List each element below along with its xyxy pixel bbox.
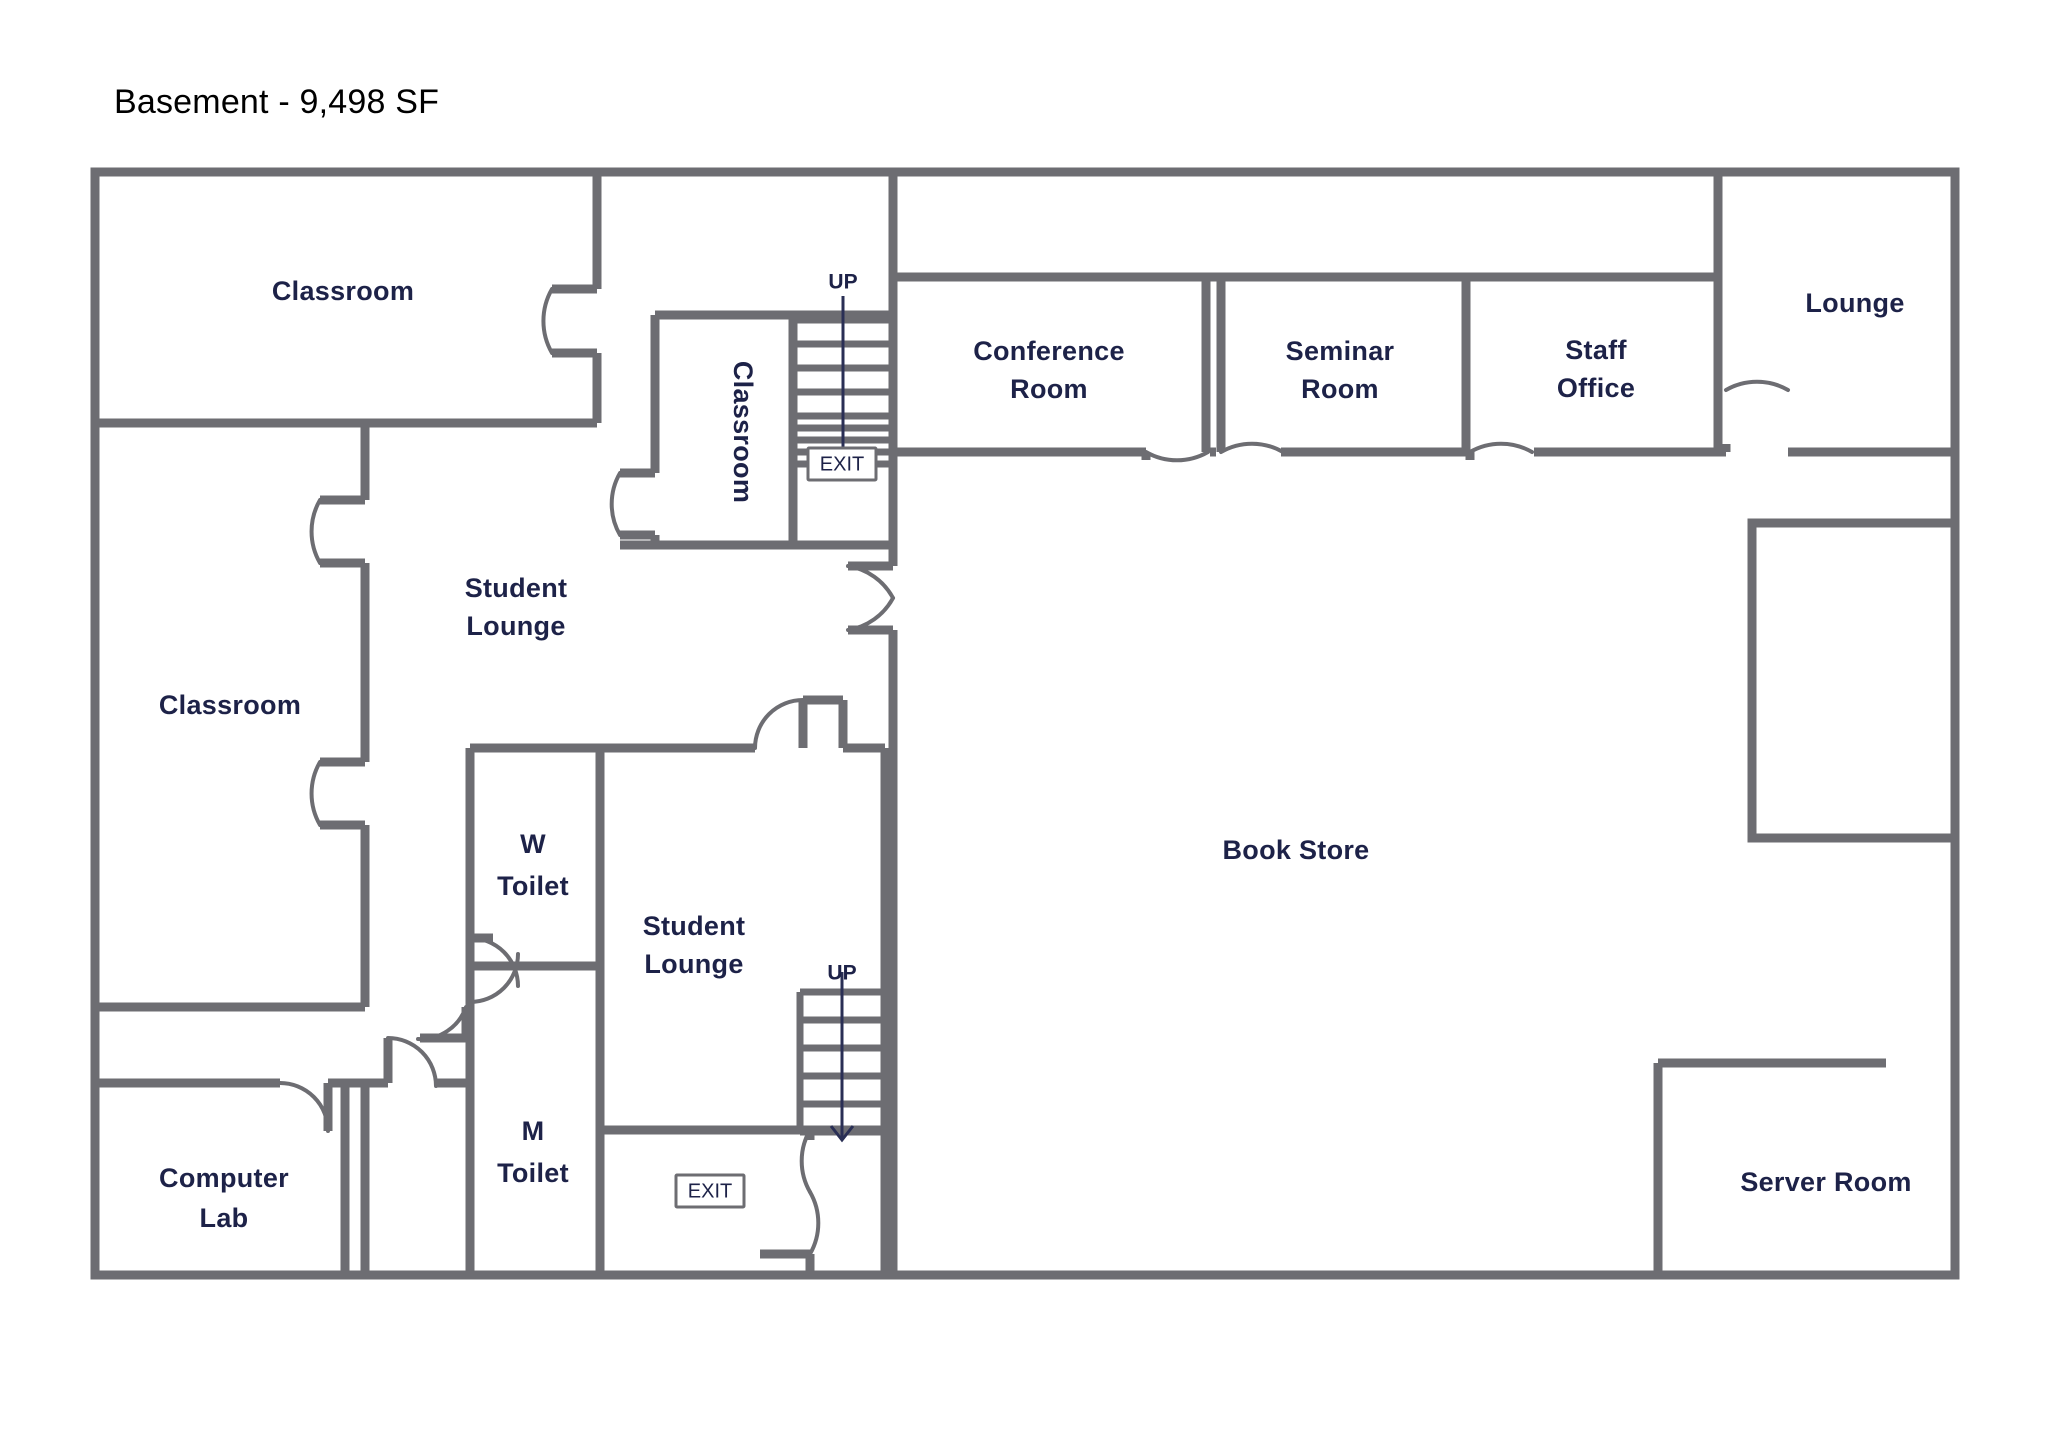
room-label-server-room: Server Room [1740, 1167, 1911, 1197]
room-label-book-store: Book Store [1222, 835, 1369, 865]
room-outline-server-room [1653, 1058, 1886, 1275]
label-classroom-left: Classroom [159, 690, 301, 720]
label-w-toilet-line2: Toilet [497, 871, 569, 901]
label-student-lounge-lower-line1: Student [643, 911, 746, 941]
label-w-toilet-line1: W [520, 829, 546, 859]
label-lounge: Lounge [1805, 288, 1904, 318]
exit-sign-upper: EXIT [806, 446, 878, 482]
room-outline-classroom-left [95, 423, 370, 1012]
label-conference-room-line1: Conference [973, 336, 1125, 366]
label-seminar-room-line2: Room [1301, 374, 1379, 404]
label-student-lounge-lower-line2: Lounge [644, 949, 743, 979]
page-title: Basement - 9,498 SF [114, 83, 440, 121]
exit-label-upper: EXIT [820, 453, 864, 475]
label-classroom-top-left: Classroom [272, 276, 414, 306]
room-label-conference-room: Conference Room [973, 336, 1125, 404]
room-outline-student-lounge-lower [600, 695, 890, 1135]
room-label-m-toilet: M Toilet [497, 1116, 569, 1188]
room-label-computer-lab: Computer Lab [159, 1163, 289, 1233]
label-m-toilet-line1: M [522, 1116, 545, 1146]
label-m-toilet-line2: Toilet [497, 1158, 569, 1188]
room-label-classroom-top-left: Classroom [272, 276, 414, 306]
room-outline-north-band [893, 172, 1723, 463]
label-conference-room-line2: Room [1010, 374, 1088, 404]
room-label-staff-office: Staff Office [1557, 335, 1635, 403]
room-outline-closet-corridor [360, 1005, 471, 1275]
stair-shaft-upper [793, 296, 893, 468]
room-outline-computer-lab [95, 1078, 365, 1275]
room-label-classroom-left: Classroom [159, 690, 301, 720]
stair-up-label-upper: UP [828, 271, 857, 294]
label-server-room: Server Room [1740, 1167, 1911, 1197]
room-label-student-lounge-upper: Student Lounge [465, 573, 568, 641]
label-staff-office-line1: Staff [1565, 335, 1627, 365]
stair-up-label-lower: UP [827, 962, 856, 985]
label-computer-lab-line2: Lab [200, 1203, 249, 1233]
label-student-lounge-upper-line2: Lounge [466, 611, 565, 641]
alcove-top-right [1747, 518, 1955, 843]
double-door-lower [760, 1125, 821, 1275]
exit-box-upper [806, 446, 878, 482]
label-book-store: Book Store [1222, 835, 1369, 865]
room-label-lounge: Lounge [1805, 288, 1904, 318]
exit-label-lower: EXIT [688, 1180, 732, 1202]
stair-shaft-lower [796, 972, 890, 1275]
label-staff-office-line2: Office [1557, 373, 1635, 403]
room-label-seminar-room: Seminar Room [1286, 336, 1395, 404]
room-label-student-lounge-lower: Student Lounge [643, 911, 746, 979]
stair-label-group-upper: UP [828, 271, 857, 294]
room-outline-classroom-top-left [95, 172, 602, 428]
label-student-lounge-upper-line1: Student [465, 573, 568, 603]
exit-sign-lower: EXIT [674, 1173, 746, 1209]
label-classroom-vertical: Classroom [728, 361, 758, 503]
label-computer-lab-line1: Computer [159, 1163, 289, 1193]
stair-label-group-lower: UP [827, 962, 856, 985]
room-outline-toilets [465, 743, 605, 1275]
room-label-w-toilet: W Toilet [497, 829, 569, 901]
room-outline-lounge [1718, 379, 1955, 457]
label-seminar-room-line1: Seminar [1286, 336, 1395, 366]
exit-box-lower [674, 1173, 746, 1209]
room-label-classroom-vertical: Classroom [728, 361, 758, 503]
outer-wall-envelope [90, 167, 1960, 1280]
corridor-central-walls [846, 172, 898, 1275]
